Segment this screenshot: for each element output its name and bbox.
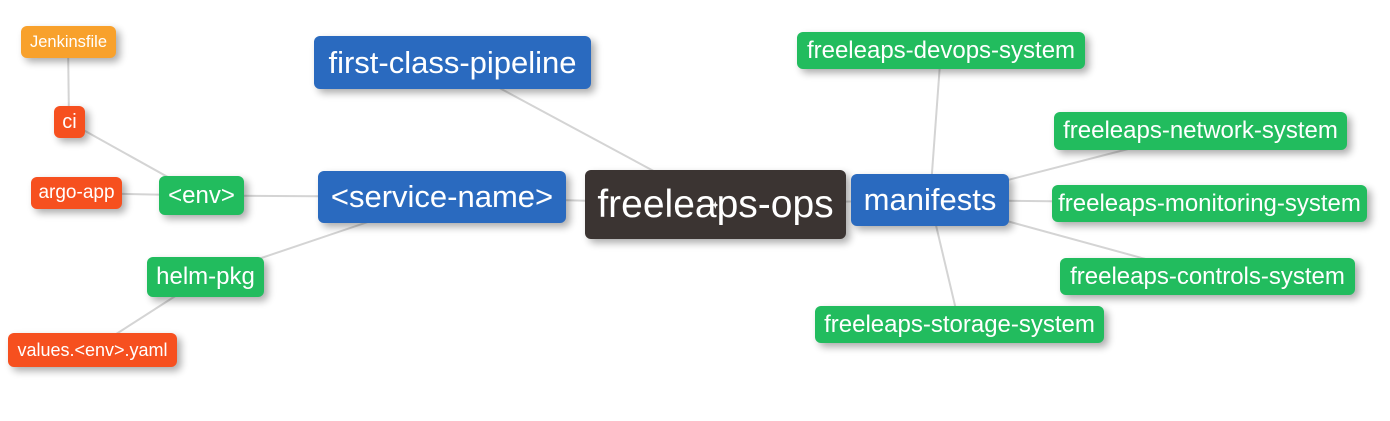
node-env[interactable]: <env> [158,176,244,215]
node-first-class-pipeline[interactable]: first-class-pipeline [313,36,591,89]
mouse-cursor [712,201,719,209]
node-label: <service-name> [330,179,554,214]
node-service-name[interactable]: <service-name> [318,171,566,223]
node-label: freeleaps-controls-system [1070,262,1345,289]
node-label: Jenkinsfile [29,32,107,50]
node-freeleaps-network-system[interactable]: freeleaps-network-system [1053,111,1347,150]
node-jenkinsfile[interactable]: Jenkinsfile [20,25,116,58]
node-values-env-yaml[interactable]: values.<env>.yaml [7,332,177,367]
node-helm-pkg[interactable]: helm-pkg [146,257,264,297]
node-freeleaps-controls-system[interactable]: freeleaps-controls-system [1060,257,1355,295]
node-label: manifests [863,182,997,217]
node-manifests[interactable]: manifests [851,174,1009,226]
node-label: argo-app [38,182,115,203]
node-label: freeleaps-storage-system [824,310,1095,338]
node-freeleaps-devops-system[interactable]: freeleaps-devops-system [797,31,1085,69]
node-label: ci [61,110,77,133]
node-argo-app[interactable]: argo-app [31,177,122,209]
node-freeleaps-monitoring-system[interactable]: freeleaps-monitoring-system [1051,184,1367,222]
node-label: first-class-pipeline [327,44,577,80]
node-label: <env> [167,181,235,209]
node-label: freeleaps-monitoring-system [1057,189,1361,216]
node-label: values.<env>.yaml [16,339,168,359]
node-ci[interactable]: ci [53,106,85,138]
node-label: helm-pkg [155,263,255,290]
node-label: freeleaps-devops-system [806,36,1076,63]
node-label: freeleaps-network-system [1062,116,1338,144]
node-freeleaps-storage-system[interactable]: freeleaps-storage-system [815,306,1104,343]
